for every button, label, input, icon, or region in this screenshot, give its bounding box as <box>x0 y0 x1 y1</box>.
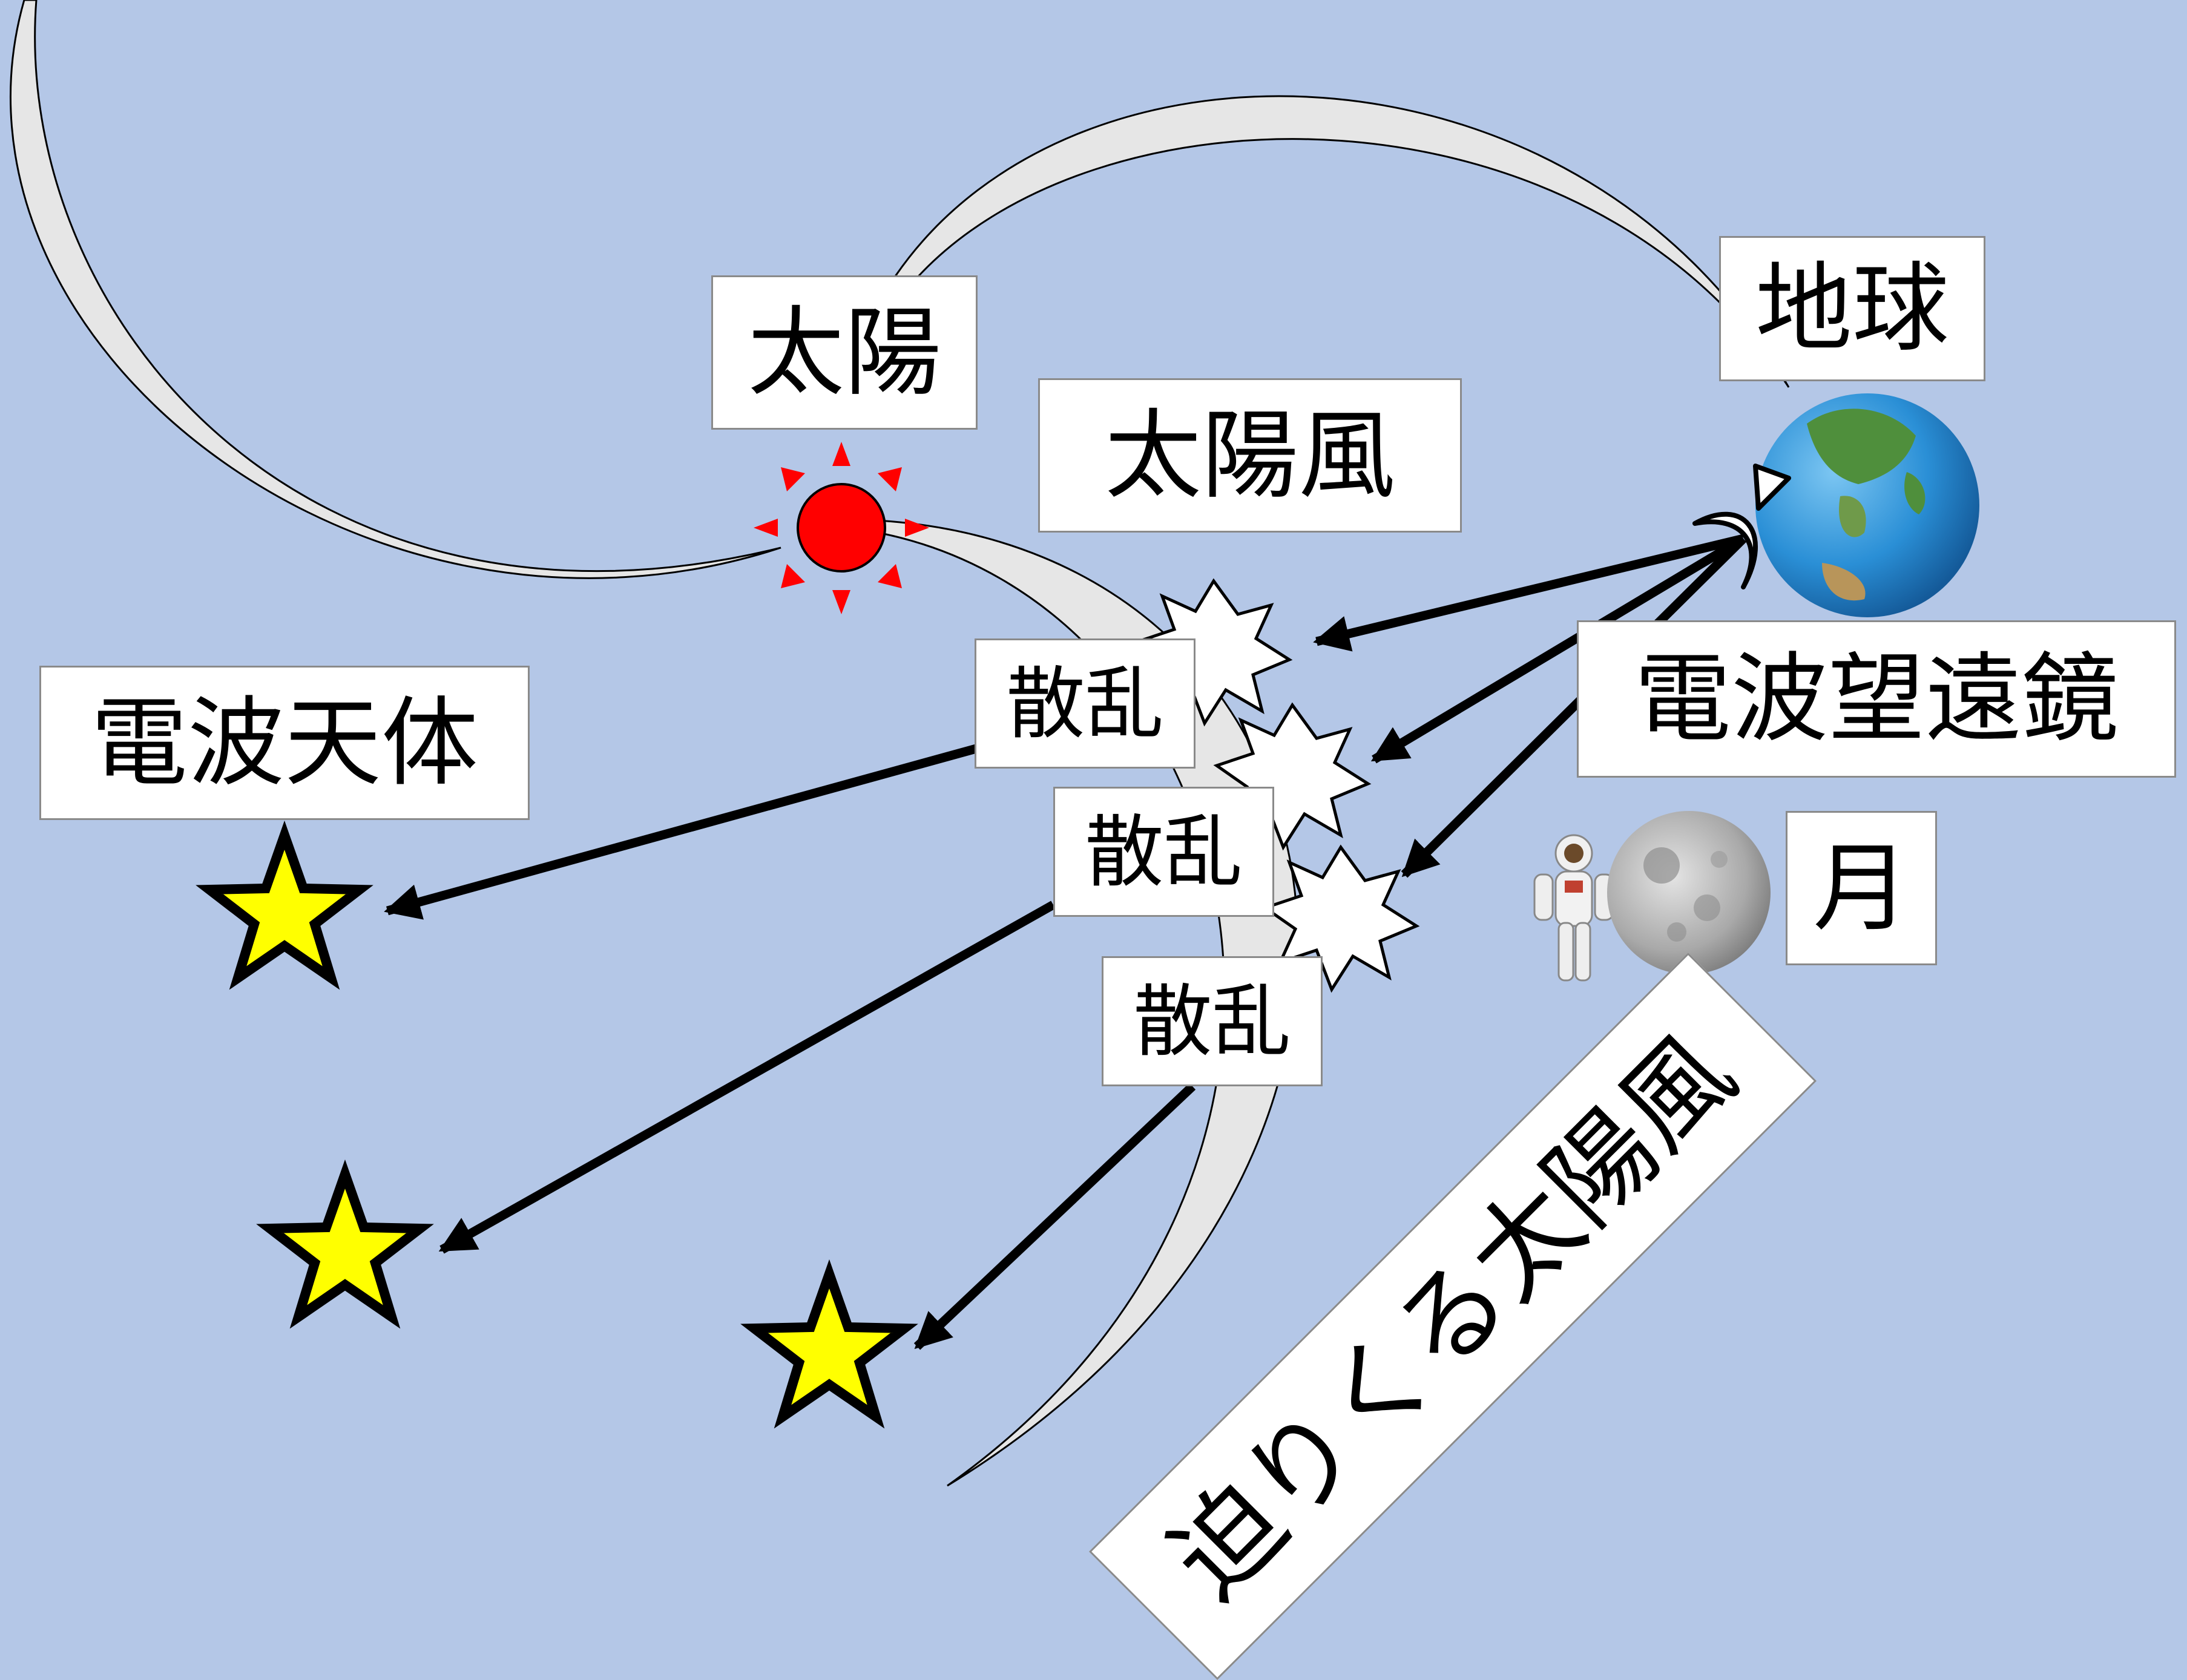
solar-wind-label: 太陽風 <box>1038 378 1462 533</box>
moon-label: 月 <box>1786 811 1937 965</box>
scatter-label-1: 散乱 <box>975 638 1195 769</box>
solar-wind-band-left <box>10 0 781 578</box>
arrow-to-star-2 <box>442 905 1053 1250</box>
moon-icon <box>1607 811 1771 974</box>
earth-globe-icon <box>1755 393 1979 617</box>
scatter-label-2: 散乱 <box>1053 787 1274 917</box>
radio-telescope-label: 電波望遠鏡 <box>1577 620 2176 778</box>
earth-label: 地球 <box>1719 236 1985 381</box>
sun-label: 太陽 <box>711 275 978 430</box>
star-icon <box>209 835 360 978</box>
star-icon <box>754 1274 904 1417</box>
diagram-stage: 太陽 地球 太陽風 電波天体 電波望遠鏡 月 散乱 散乱 散乱 迫りくる太陽風 <box>0 0 2187 1612</box>
star-icon <box>270 1174 420 1317</box>
radio-source-label: 電波天体 <box>39 666 530 820</box>
scatter-label-3: 散乱 <box>1102 956 1323 1086</box>
solar-wind-band-earth <box>896 96 1789 387</box>
astronaut-icon <box>1534 835 1613 980</box>
